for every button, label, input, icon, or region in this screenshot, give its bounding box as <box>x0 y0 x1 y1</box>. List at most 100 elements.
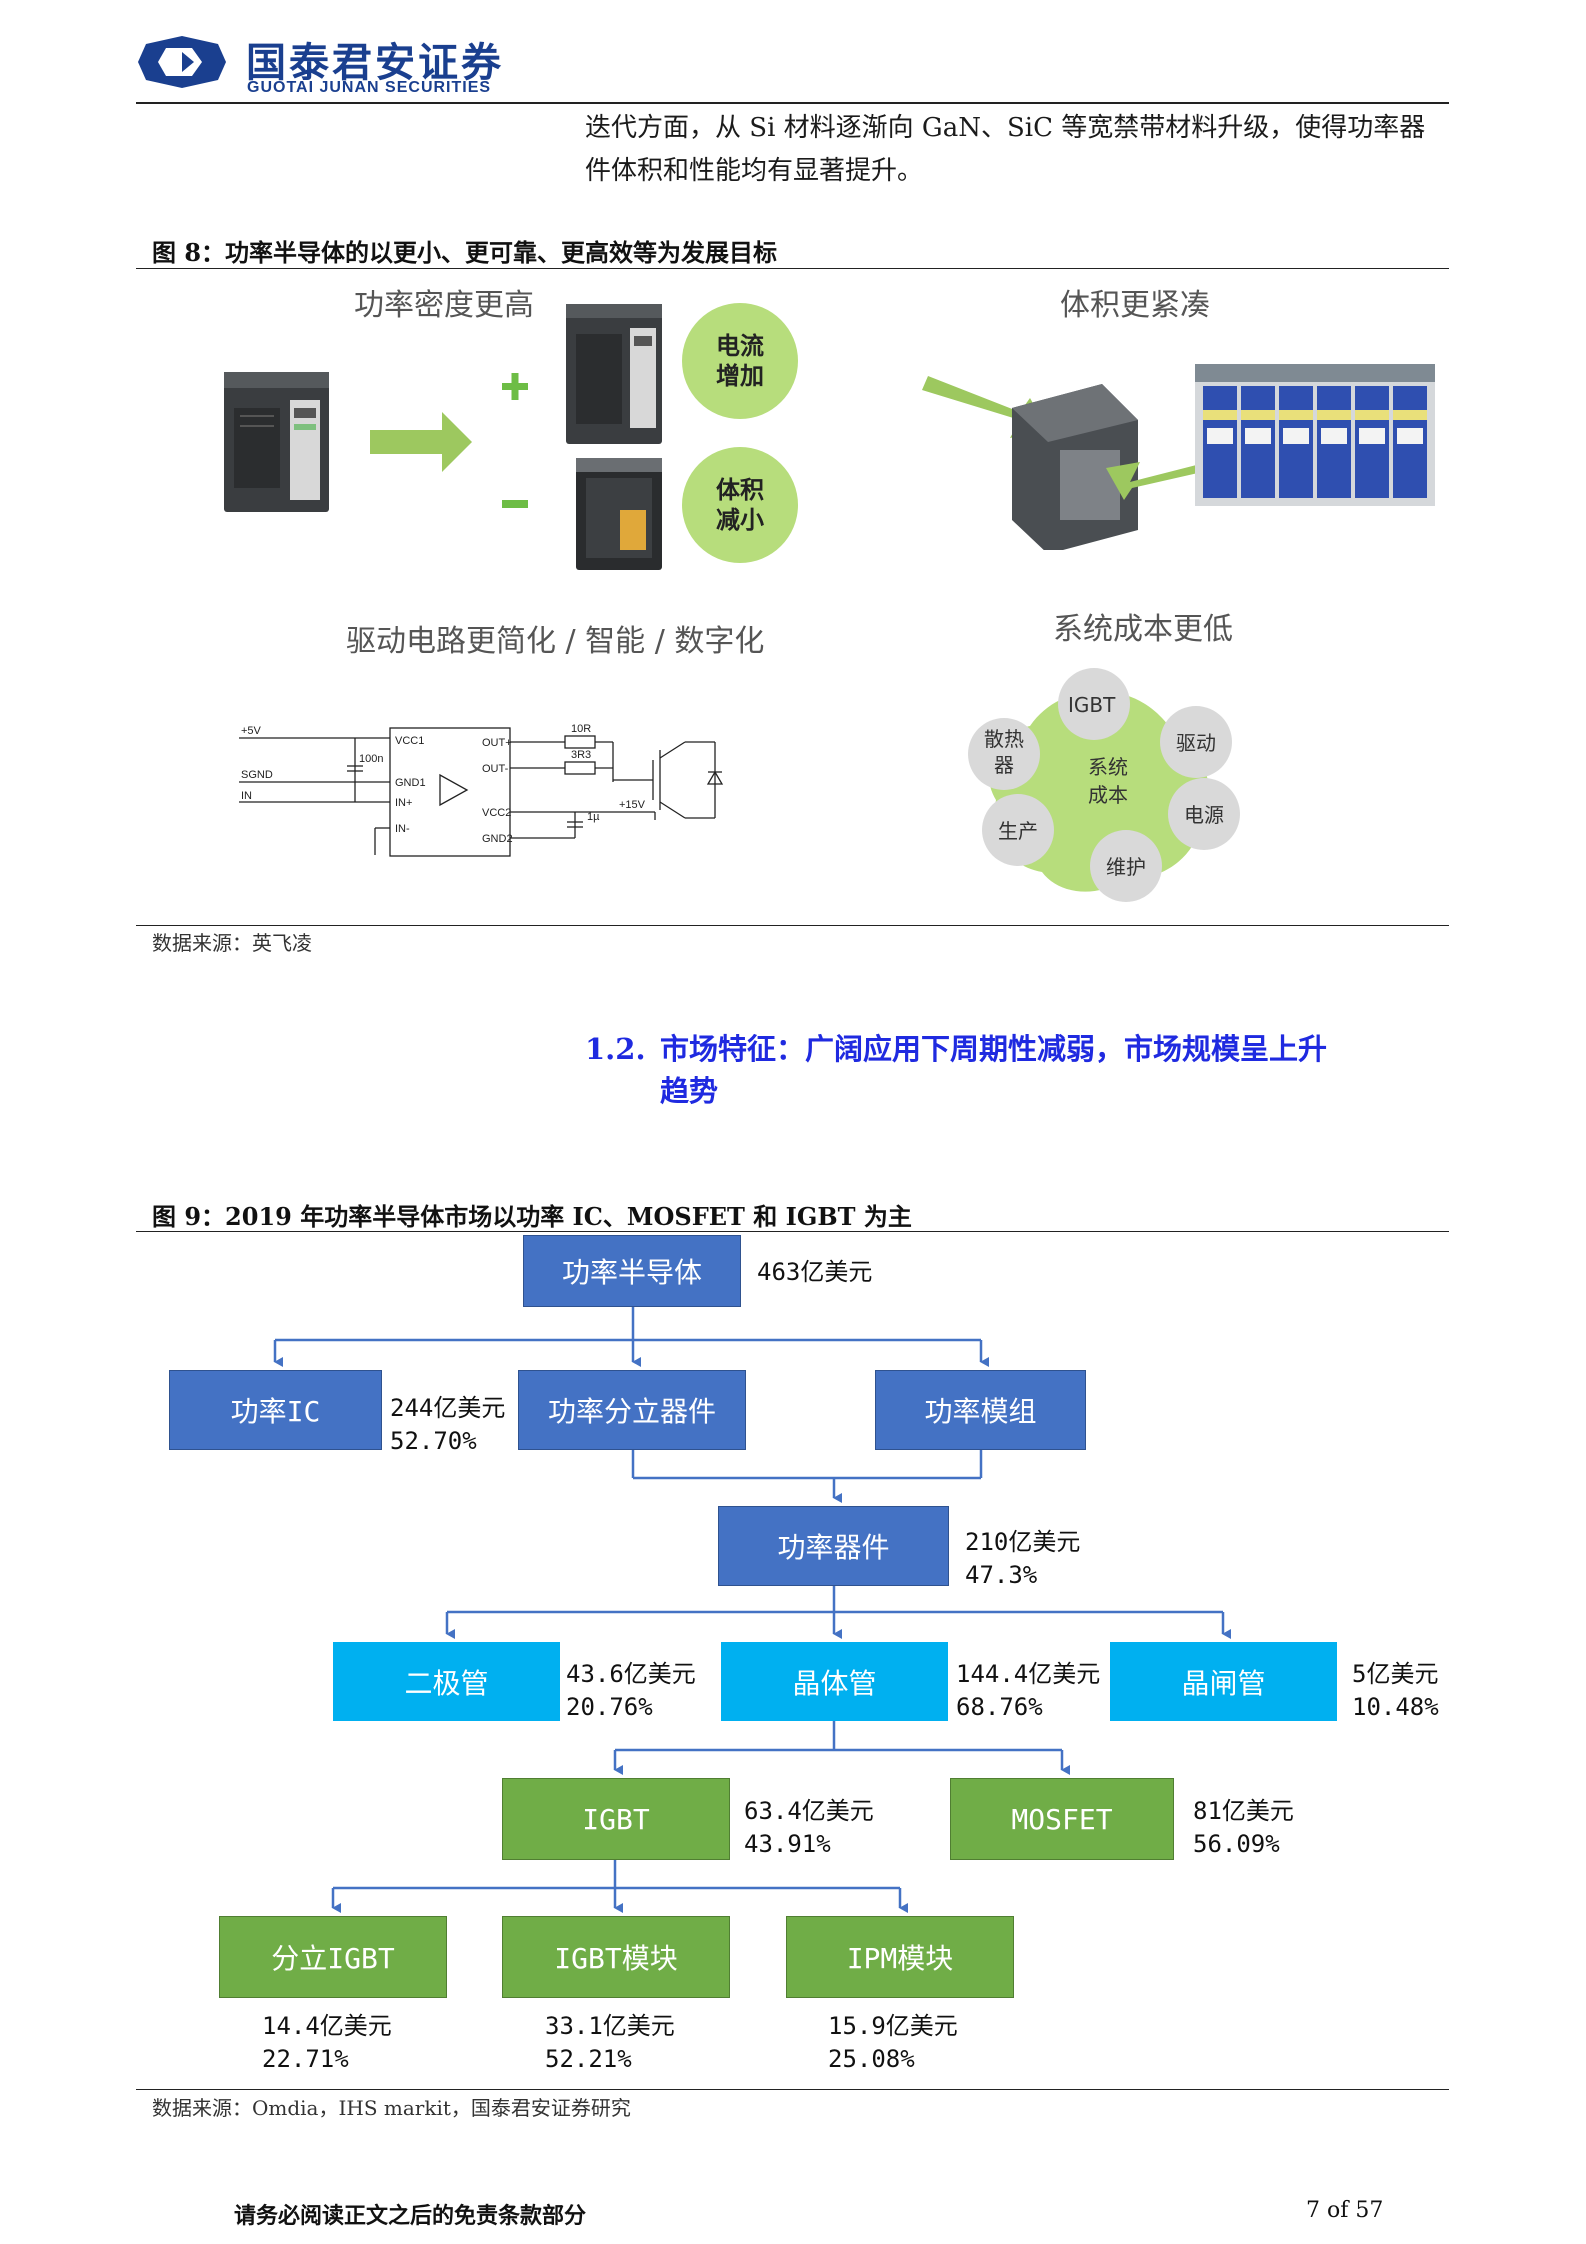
petal-power <box>1168 778 1240 850</box>
cost-center-line-1: 系统 <box>1088 755 1128 779</box>
bubble-top-line-1: 电流 <box>716 332 764 360</box>
figure-9-caption: 图 9：2019 年功率半导体市场以功率 IC、MOSFET 和 IGBT 为主 <box>152 1202 912 1231</box>
header-rule <box>136 102 1449 104</box>
sch-label-outminus: OUT- <box>482 763 509 775</box>
cost-center-line-2: 成本 <box>1088 783 1128 807</box>
driver-schematic: +5V SGND IN 100n VCC1 GND1 IN+ IN- OUT+ … <box>235 720 735 870</box>
sch-label-100n: 100n <box>359 753 383 765</box>
petal-production <box>982 794 1054 866</box>
intro-line-2: 件体积和性能均有显著提升。 <box>585 156 924 186</box>
petal-maintenance <box>1090 830 1162 902</box>
sch-label-in: IN <box>241 790 252 802</box>
sch-label-outplus: OUT+ <box>482 737 512 749</box>
petal-label-cooling: 散热 <box>984 727 1024 751</box>
intro-line-1: 迭代方面，从 Si 材料逐渐向 GaN、SiC 等宽禁带材料升级，使得功率器 <box>585 113 1426 143</box>
node-igbt-module: IGBT模块 <box>502 1916 730 1998</box>
petal-drive <box>1160 706 1232 778</box>
drive-unit-compact-icon <box>576 458 662 570</box>
node-mosfet: MOSFET <box>950 1778 1174 1860</box>
bubble-top-line-2: 增加 <box>716 362 764 390</box>
igbt-module-amount: 33.1亿美元 <box>545 2012 675 2040</box>
figure-9-bottom-rule <box>136 2089 1449 2090</box>
transistor-amount: 144.4亿美元 <box>956 1660 1101 1688</box>
ipm-module-amount: 15.9亿美元 <box>828 2012 958 2040</box>
sch-label-1u: 1µ <box>587 811 600 823</box>
header: 国泰君安证券 GUOTAI JUNAN SECURITIES <box>0 0 1586 96</box>
sch-label-inminus: IN- <box>395 823 410 835</box>
node-power-semiconductor: 功率半导体 <box>523 1235 741 1307</box>
node-ipm-module-value: 15.9亿美元 25.08% <box>828 2010 958 2076</box>
sch-label-10r: 10R <box>571 723 591 735</box>
bubble-bottom-line-1: 体积 <box>716 476 764 504</box>
node-ipm-module: IPM模块 <box>786 1916 1014 1998</box>
section-title-line-2: 趋势 <box>660 1074 719 1108</box>
green-arrow-right-icon <box>1106 460 1220 500</box>
node-thyristor: 晶闸管 <box>1110 1642 1337 1721</box>
igbt-amount: 63.4亿美元 <box>744 1797 874 1825</box>
node-discrete-devices: 功率分立器件 <box>518 1370 746 1450</box>
figure-9-top-rule <box>136 1231 1449 1232</box>
node-thyristor-value: 5亿美元 10.48% <box>1352 1658 1439 1724</box>
node-igbt: IGBT <box>502 1778 730 1860</box>
discrete-igbt-amount: 14.4亿美元 <box>262 2012 392 2040</box>
node-transistor: 晶体管 <box>721 1642 948 1721</box>
power-device-amount: 210亿美元 <box>965 1528 1081 1556</box>
logo-english-name: GUOTAI JUNAN SECURITIES <box>247 79 492 96</box>
green-arrow-left-icon <box>922 376 1048 438</box>
figure-8-source: 数据来源：英飞凌 <box>152 931 312 955</box>
power-ic-amount: 244亿美元 <box>390 1394 506 1422</box>
thyristor-share: 10.48% <box>1352 1693 1439 1721</box>
petal-label-production: 生产 <box>998 819 1038 843</box>
figure-8-caption: 图 8：功率半导体的以更小、更可靠、更高效等为发展目标 <box>152 238 778 267</box>
node-discrete-igbt-value: 14.4亿美元 22.71% <box>262 2010 392 2076</box>
petal-label-igbt: IGBT <box>1068 693 1116 717</box>
petal-label-drive: 驱动 <box>1176 731 1216 755</box>
sch-label-sgnd: SGND <box>241 769 273 781</box>
rack-photo-icon <box>1195 364 1435 506</box>
cost-flower-diagram: 系统 成本 IGBT 驱动 电源 维护 生产 散热 器 <box>940 660 1270 910</box>
igbt-module-share: 52.21% <box>545 2045 632 2073</box>
minus-icon <box>502 500 528 508</box>
bubble-current-increase: 电流 增加 <box>682 303 798 419</box>
igbt-share: 43.91% <box>744 1830 831 1858</box>
sch-label-gnd1: GND1 <box>395 777 426 789</box>
power-ic-share: 52.70% <box>390 1427 477 1455</box>
sch-label-inplus: IN+ <box>395 797 412 809</box>
section-number: 1.2. <box>585 1032 646 1066</box>
q1-title: 功率密度更高 <box>354 288 534 323</box>
node-power-module: 功率模组 <box>875 1370 1086 1450</box>
diode-share: 20.76% <box>566 1693 653 1721</box>
power-device-share: 47.3% <box>965 1561 1038 1589</box>
petal-label-cooling-2: 器 <box>994 753 1014 777</box>
sch-label-5v: +5V <box>241 725 262 737</box>
gtja-logo-icon <box>138 36 226 88</box>
node-igbt-value: 63.4亿美元 43.91% <box>744 1795 874 1861</box>
bubble-bottom-line-2: 减小 <box>716 506 764 534</box>
thyristor-amount: 5亿美元 <box>1352 1660 1439 1688</box>
q2-title: 体积更紧凑 <box>1060 288 1210 323</box>
ipm-module-share: 25.08% <box>828 2045 915 2073</box>
sch-label-15v: +15V <box>619 799 646 811</box>
q2-illustration <box>920 350 1440 554</box>
petal-cooling <box>968 718 1040 790</box>
node-transistor-value: 144.4亿美元 68.76% <box>956 1658 1100 1724</box>
node-diode-value: 43.6亿美元 20.76% <box>566 1658 696 1724</box>
node-power-ic: 功率IC <box>169 1370 382 1450</box>
diode-amount: 43.6亿美元 <box>566 1660 696 1688</box>
q1-illustration <box>210 300 810 580</box>
node-power-device: 功率器件 <box>718 1506 949 1586</box>
transistor-share: 68.76% <box>956 1693 1043 1721</box>
discrete-igbt-share: 22.71% <box>262 2045 349 2073</box>
sch-label-3r3: 3R3 <box>571 749 591 761</box>
logo-chinese-name: 国泰君安证券 <box>246 40 504 86</box>
mosfet-share: 56.09% <box>1193 1830 1280 1858</box>
footer-page-number: 7 of 57 <box>1306 2198 1384 2223</box>
bubble-size-reduce: 体积 减小 <box>682 447 798 563</box>
figure-8-top-rule <box>136 268 1449 269</box>
sch-label-vcc2: VCC2 <box>482 807 511 819</box>
figure-9-source: 数据来源：Omdia，IHS markit，国泰君安证券研究 <box>152 2096 631 2120</box>
node-power-semiconductor-value: 463亿美元 <box>757 1258 873 1286</box>
node-power-ic-value: 244亿美元 52.70% <box>390 1392 505 1458</box>
